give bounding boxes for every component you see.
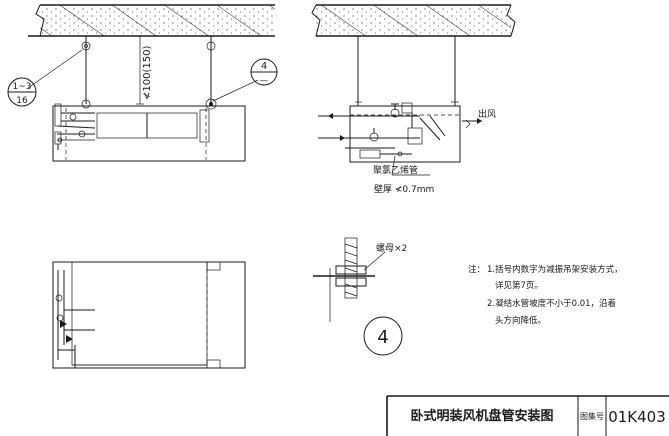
hanger-detail: 螺母×2: [313, 237, 407, 322]
fan-coil-plan-view: [52, 261, 246, 369]
atlas-number: 01K403: [608, 408, 666, 426]
notes: 注： 1.括号内数字为减振吊架安装方式， 详见第7页。 2.凝结水管坡度不小于0…: [468, 264, 623, 326]
detail-4-label: 4: [377, 327, 388, 348]
nut-label: 螺母×2: [376, 243, 407, 254]
note-2-line-1: 2.凝结水管坡度不小于0.01，沿着: [487, 298, 616, 309]
detail-4-marker: 4: [363, 316, 403, 356]
detail-callout-left: 1~3 16: [7, 49, 83, 107]
fan-coil-side-view: 出风 聚氯乙烯管 壁厚 ≮0.7mm: [318, 36, 496, 195]
height-dimension: ≮100(150): [136, 35, 153, 105]
ceiling-slab-left: [28, 4, 275, 37]
note-1-line-1: 1.括号内数字为减振吊架安装方式，: [487, 264, 623, 275]
detail-callout-right: 4 —: [212, 58, 278, 102]
notes-prefix: 注：: [468, 264, 485, 275]
callout-right-bottom: —: [260, 76, 268, 85]
dimension-text: ≮100(150): [142, 46, 153, 100]
fan-coil-front-view: [52, 103, 246, 162]
title-block: 卧式明装风机盘管安装图 图集号 01K403: [386, 395, 669, 436]
ceiling-slab-right: [311, 4, 516, 37]
airflow-out-label: 出风: [478, 108, 496, 120]
atlas-label: 图集号: [580, 411, 604, 421]
hose-label: 聚氯乙烯管: [373, 164, 418, 176]
hanger-rods-left: [81, 36, 217, 110]
callout-right-top: 4: [261, 61, 267, 72]
note-1-line-2: 详见第7页。: [495, 280, 543, 291]
drawing-title: 卧式明装风机盘管安装图: [410, 408, 553, 424]
callout-left-bottom: 16: [16, 96, 28, 106]
wall-thickness-label: 壁厚 ≮0.7mm: [374, 183, 434, 195]
note-2-line-2: 头方向降低。: [495, 315, 546, 326]
callout-left-top: 1~3: [13, 82, 32, 92]
